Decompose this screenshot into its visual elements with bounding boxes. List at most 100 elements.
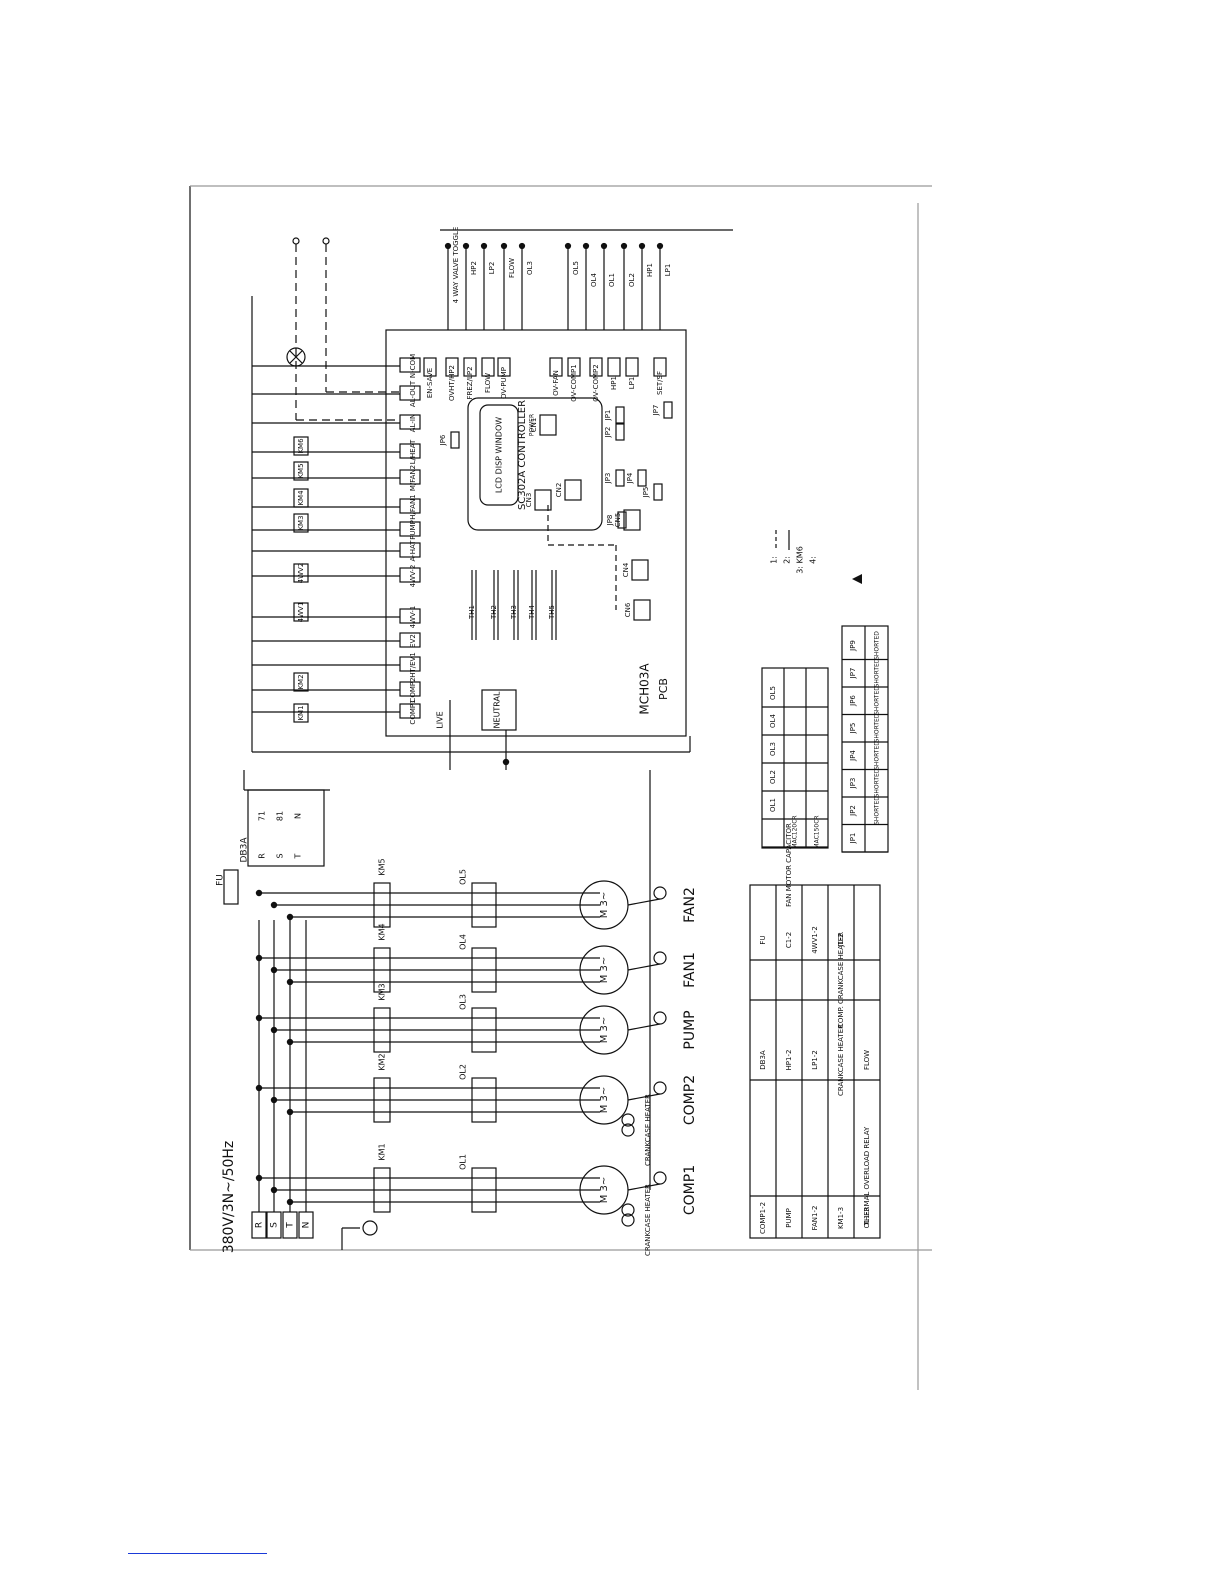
jumper-label: JP2 <box>604 427 612 439</box>
jp-table-header: JP7 <box>849 668 857 680</box>
jp-table-header: JP9 <box>849 640 857 652</box>
output-label: EV2 <box>409 634 417 648</box>
lcd-label: LCD DISP WINDOW <box>495 417 504 493</box>
motor-earth-comp2 <box>653 1081 667 1095</box>
output-terminal <box>399 608 421 624</box>
input-terminal <box>567 357 581 377</box>
output-terminal <box>399 703 421 719</box>
overload-label-pump: OL3 <box>459 994 468 1010</box>
junction-dot <box>270 1026 278 1034</box>
legend-item: 2: <box>783 556 792 564</box>
crankcase-heater-icon-comp1 <box>621 1213 635 1227</box>
ol-table-row-label: MAC120CR <box>792 815 799 848</box>
coil-label: KM1 <box>297 705 305 720</box>
field-device-label: HP2 <box>470 261 478 275</box>
footer-link-rule <box>128 1553 267 1554</box>
jumper <box>637 469 647 487</box>
coil-label: 4WV2 <box>297 563 305 584</box>
crankcase-heater-icon-comp2 <box>621 1113 635 1127</box>
input-label: FLOW <box>484 373 492 393</box>
legend-item: 3: KM6 <box>796 546 805 574</box>
coil-label: KM2 <box>297 674 305 689</box>
output-terminal <box>399 357 421 373</box>
motor-earth-comp1 <box>653 1171 667 1185</box>
ol-table-header: OL4 <box>769 714 777 728</box>
contactor-coil <box>293 436 309 456</box>
field-device-label: 4 WAY VALVE TOGGLE <box>452 227 460 304</box>
jp-table-value: SHORTED <box>874 741 881 770</box>
output-terminal <box>399 567 421 583</box>
neutral-terminal <box>481 689 517 731</box>
input-label: OV-PUMP <box>500 367 508 399</box>
junction-dot <box>286 913 294 921</box>
jp-table-header: JP4 <box>849 750 857 762</box>
motor-symbol-fan2: M 3~ <box>599 892 610 919</box>
junction-dot <box>270 1096 278 1104</box>
motor-earth-lead <box>627 1023 661 1031</box>
motor-name-fan1: FAN1 <box>682 952 698 988</box>
output-terminal <box>399 498 421 514</box>
output-terminal <box>399 385 421 401</box>
input-label: SET/SF <box>656 371 664 395</box>
field-device-label: OL3 <box>526 261 534 275</box>
contactor-label-comp2: KM2 <box>378 1053 387 1070</box>
overload-pump <box>471 1007 497 1053</box>
output-label: HT/EV1 <box>409 652 417 678</box>
input-terminal <box>481 357 495 377</box>
input-terminal <box>497 357 511 377</box>
contactor-coil <box>293 563 309 583</box>
motor-earth-lead <box>627 1183 661 1191</box>
contactor-comp1 <box>373 1167 391 1213</box>
contactor-comp2 <box>373 1077 391 1123</box>
parts-table-cell: J1-2 <box>837 933 845 948</box>
junction-dot <box>270 1186 278 1194</box>
ol-table-header: OL1 <box>769 798 777 812</box>
motor-name-comp2: COMP2 <box>682 1075 698 1125</box>
parts-table-cell: 4WV1-2 <box>811 926 819 954</box>
junction-dot <box>286 1108 294 1116</box>
crankcase-heater-icon-comp2 <box>621 1123 635 1137</box>
jp-table-header: JP3 <box>849 778 857 790</box>
jumper <box>615 423 625 441</box>
input-terminal <box>589 357 603 377</box>
phase-label-s: S <box>270 1222 280 1228</box>
contactor-label-fan1: KM4 <box>378 923 387 940</box>
pcb-name: MCH03A <box>638 663 652 715</box>
junction-dot <box>255 1014 263 1022</box>
overload-label-fan1: OL4 <box>459 934 468 950</box>
jumper-label: JP1 <box>604 410 612 422</box>
jumper-label: JP4 <box>626 472 634 484</box>
parts-table-cell: DB3A <box>759 1050 767 1070</box>
contactor-pump <box>373 1007 391 1053</box>
parts-table-cell: FLOW <box>863 1050 871 1070</box>
field-device-label: OL2 <box>628 273 636 287</box>
parts-table-cell: FAN MOTOR CAPACITOR <box>785 823 793 907</box>
phase-label-n: N <box>302 1222 312 1229</box>
overload-label-fan2: OL5 <box>459 869 468 885</box>
field-device-terminal <box>500 242 508 250</box>
relay-pin-n: N <box>294 813 303 819</box>
ol-table-header: OL2 <box>769 770 777 784</box>
jp-table-value: SHORTED <box>874 631 881 660</box>
overload-fan2 <box>471 882 497 928</box>
jp-table-value: SHORTED <box>874 768 881 797</box>
fuse-label: FU <box>216 874 226 886</box>
motor-name-pump: PUMP <box>682 1010 698 1049</box>
input-terminal <box>607 357 621 377</box>
jumper-label: JP7 <box>652 405 660 417</box>
parts-table-cell: PUMP <box>785 1208 793 1228</box>
output-label: COMP1 <box>409 699 417 724</box>
connector <box>539 414 557 436</box>
overload-fan1 <box>471 947 497 993</box>
connector-label: CN3 <box>525 493 533 508</box>
jumper-label: JP8 <box>606 515 614 527</box>
junction-dot <box>270 901 278 909</box>
field-device-terminal <box>462 242 470 250</box>
contactor-coil <box>293 602 309 622</box>
output-terminal <box>399 443 421 459</box>
contactor-label-fan2: KM5 <box>378 858 387 875</box>
crankcase-heater-icon-comp1 <box>621 1203 635 1217</box>
input-label: OV-COMP1 <box>570 364 578 401</box>
connector-label: CN4 <box>622 562 630 577</box>
field-device-terminal <box>518 242 526 250</box>
